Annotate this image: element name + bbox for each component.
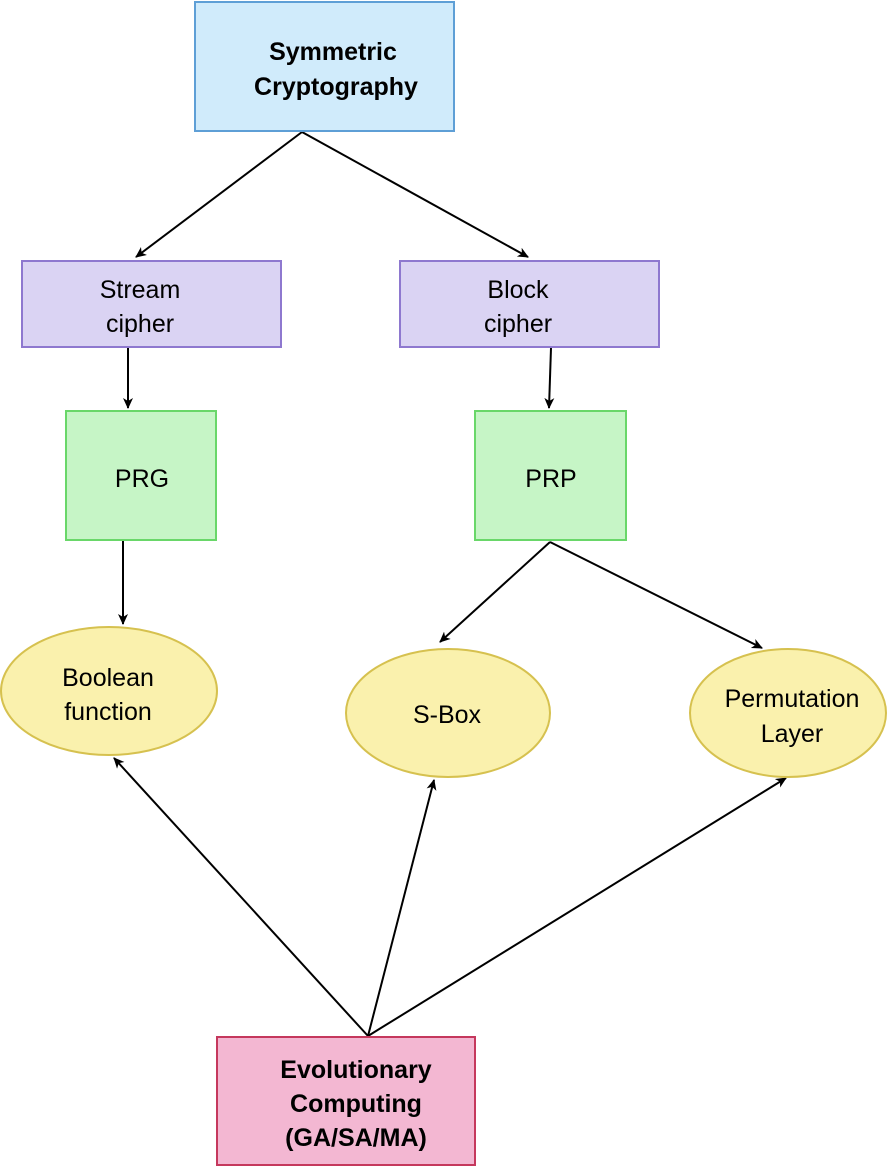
node-evolutionary-line1: Evolutionary xyxy=(280,1056,432,1084)
node-evolutionary-computing: Evolutionary Computing (GA/SA/MA) xyxy=(216,1036,476,1166)
node-stream-line2: cipher xyxy=(106,310,174,338)
node-prp: PRP xyxy=(474,410,627,541)
node-stream-box xyxy=(22,261,281,347)
edge-symmetric-to-block xyxy=(301,131,529,258)
edge-evolutionary-to-permutation xyxy=(367,777,787,1037)
node-s-box: S-Box xyxy=(345,648,551,778)
node-boolean-function: Boolean function xyxy=(0,626,218,756)
node-symmetric-cryptography: Symmetric Cryptography xyxy=(194,1,455,132)
node-boolean-line1: Boolean xyxy=(62,664,154,692)
node-evolutionary-line3: (GA/SA/MA) xyxy=(285,1124,427,1152)
node-block-line1: Block xyxy=(487,276,549,304)
node-block-box xyxy=(400,261,659,347)
edge-evolutionary-to-sbox xyxy=(367,779,437,1037)
node-stream-line1: Stream xyxy=(100,276,181,304)
node-prp-label: PRP xyxy=(525,465,576,493)
edge-symmetric-to-stream xyxy=(135,131,303,258)
node-prg: PRG xyxy=(65,410,217,541)
node-symmetric-line2: Cryptography xyxy=(254,73,418,101)
node-permutation-layer: Permutation Layer xyxy=(689,648,887,778)
node-boolean-ellipse xyxy=(1,627,217,755)
edge-prp-to-permutation xyxy=(549,541,763,649)
node-prg-label: PRG xyxy=(115,465,169,493)
node-boolean-line2: function xyxy=(64,698,152,726)
edges xyxy=(113,131,787,1037)
node-symmetric-box xyxy=(195,2,454,131)
edge-block-to-prp xyxy=(544,347,555,409)
edge-evolutionary-to-boolean xyxy=(113,757,369,1037)
node-sbox-label: S-Box xyxy=(413,701,482,729)
node-permutation-line2: Layer xyxy=(761,720,824,748)
node-prg-box xyxy=(66,411,216,540)
node-prp-box xyxy=(475,411,626,540)
node-symmetric-line1: Symmetric xyxy=(269,38,397,66)
edge-prp-to-sbox xyxy=(439,541,551,643)
node-block-cipher: Block cipher xyxy=(399,260,660,348)
node-evolutionary-line2: Computing xyxy=(290,1090,422,1118)
node-permutation-ellipse xyxy=(690,649,886,777)
node-permutation-line1: Permutation xyxy=(725,685,860,713)
node-sbox-ellipse xyxy=(346,649,550,777)
node-evolutionary-box xyxy=(217,1037,475,1165)
node-stream-cipher: Stream cipher xyxy=(21,260,282,348)
node-block-line2: cipher xyxy=(484,310,552,338)
